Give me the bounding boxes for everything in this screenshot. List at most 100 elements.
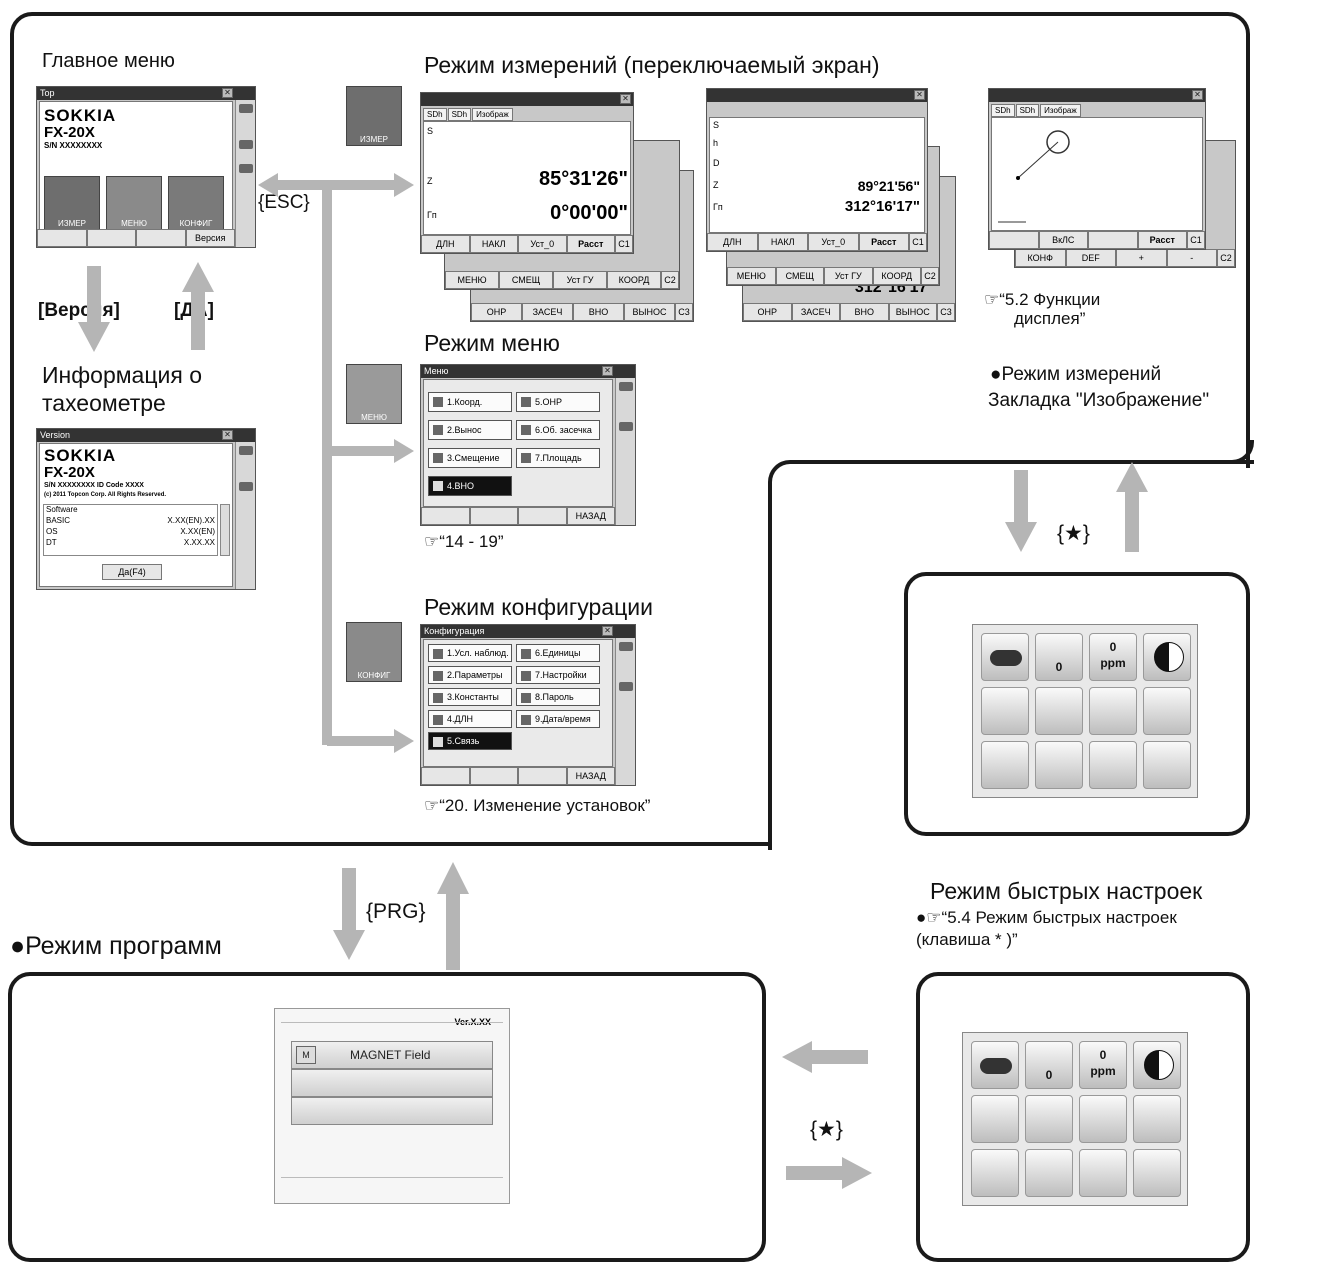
fkey[interactable]: С1 [1187, 231, 1205, 249]
fkey[interactable]: Уст ГУ [553, 271, 607, 289]
fkey[interactable] [518, 767, 567, 785]
fkey[interactable]: НАКЛ [757, 233, 808, 251]
tab-sdh-1[interactable]: SDh [423, 108, 447, 121]
tab-image[interactable]: Изображ [472, 108, 513, 121]
close-icon[interactable]: ✕ [914, 90, 925, 100]
fkey[interactable]: Уст_0 [518, 235, 567, 253]
empty-slot[interactable] [1089, 741, 1137, 789]
fkey[interactable]: ЗАСЕЧ [791, 303, 840, 321]
reticle-icon[interactable] [1133, 1095, 1181, 1143]
config-item-password[interactable]: 8.Пароль [516, 688, 600, 706]
fkey-2[interactable] [86, 229, 136, 247]
back-fkey[interactable]: НАЗАД [566, 767, 615, 785]
version-fkey[interactable]: Версия [185, 229, 235, 247]
empty-slot[interactable] [981, 741, 1029, 789]
tools-icon[interactable] [1143, 741, 1191, 789]
level-icon[interactable] [1079, 1095, 1127, 1143]
instrument-icon[interactable] [1035, 687, 1083, 735]
fkey[interactable]: С3 [937, 303, 955, 321]
fkey[interactable]: КОНФ [1015, 249, 1066, 267]
fkey[interactable]: С2 [1217, 249, 1235, 267]
fkey[interactable]: ВНО [573, 303, 624, 321]
empty-slot[interactable] [1025, 1149, 1073, 1197]
contrast-icon[interactable] [1133, 1041, 1181, 1089]
config-item-datetime[interactable]: 9.Дата/время [516, 710, 600, 728]
fkey[interactable]: С1 [909, 233, 927, 251]
fkey[interactable]: НАКЛ [469, 235, 518, 253]
menu-item-stakeout[interactable]: 2.Вынос [428, 420, 512, 440]
empty-slot[interactable] [1079, 1149, 1127, 1197]
fkey[interactable]: Расст [566, 235, 615, 253]
instrument-icon[interactable] [1025, 1095, 1073, 1143]
fkey[interactable] [469, 507, 518, 525]
fkey[interactable]: ДЛН [421, 235, 470, 253]
config-item-obs[interactable]: 1.Усл. наблюд. [428, 644, 512, 662]
fkey[interactable]: ДЛН [707, 233, 758, 251]
config-app-icon[interactable]: КОНФИГ [168, 176, 224, 230]
magnet-field-button[interactable]: M MAGNET Field [291, 1041, 493, 1069]
config-item-settings[interactable]: 7.Настройки [516, 666, 600, 684]
fkey[interactable]: + [1116, 249, 1167, 267]
fkey[interactable]: ВНО [840, 303, 889, 321]
fkey[interactable]: - [1166, 249, 1217, 267]
fkey[interactable]: Расст [1137, 231, 1187, 249]
close-icon[interactable]: ✕ [602, 626, 613, 636]
prism-icon[interactable] [981, 633, 1029, 681]
close-icon[interactable]: ✕ [222, 88, 233, 98]
fkey[interactable]: Уст_0 [808, 233, 859, 251]
config-item-edm[interactable]: 4.ДЛН [428, 710, 512, 728]
close-icon[interactable]: ✕ [222, 430, 233, 440]
fkey[interactable] [518, 507, 567, 525]
empty-slot[interactable] [1035, 741, 1083, 789]
measure-app-icon[interactable]: ИЗМЕР [44, 176, 100, 230]
reticle-icon[interactable] [1143, 687, 1191, 735]
fkey[interactable]: С2 [661, 271, 679, 289]
fkey[interactable]: Уст ГУ [824, 267, 873, 285]
fkey[interactable]: С2 [921, 267, 939, 285]
scrollbar[interactable] [220, 504, 230, 556]
laser-icon[interactable]: 0 [1035, 633, 1083, 681]
prism-icon[interactable] [971, 1041, 1019, 1089]
fkey-1[interactable] [37, 229, 87, 247]
back-fkey[interactable]: НАЗАД [566, 507, 615, 525]
fkey[interactable]: ОНР [471, 303, 522, 321]
menu-app-icon[interactable]: МЕНЮ [106, 176, 162, 230]
config-item-comm[interactable]: 5.Связь [428, 732, 512, 750]
fkey[interactable]: Расст [858, 233, 909, 251]
tab-sdh-2[interactable]: SDh [447, 108, 472, 121]
program-slot-3[interactable] [291, 1097, 493, 1125]
menu-item-coord[interactable]: 1.Коорд. [428, 392, 512, 412]
menu-item-onr[interactable]: 5.ОНР [516, 392, 600, 412]
level-icon[interactable] [1089, 687, 1137, 735]
fkey[interactable] [469, 767, 518, 785]
tab-image[interactable]: Изображ [1040, 104, 1081, 117]
close-icon[interactable]: ✕ [1192, 90, 1203, 100]
config-item-units[interactable]: 6.Единицы [516, 644, 600, 662]
fkey[interactable]: С3 [675, 303, 693, 321]
fkey[interactable]: МЕНЮ [727, 267, 776, 285]
menu-item-resection[interactable]: 6.Об. засечка [516, 420, 600, 440]
tilt-icon[interactable] [981, 687, 1029, 735]
fkey[interactable] [1088, 231, 1138, 249]
fkey[interactable]: МЕНЮ [445, 271, 499, 289]
fkey[interactable]: КООРД [872, 267, 921, 285]
program-slot-2[interactable] [291, 1069, 493, 1097]
tilt-icon[interactable] [971, 1095, 1019, 1143]
tab-sdh-2[interactable]: SDh [1015, 104, 1040, 117]
config-item-params[interactable]: 2.Параметры [428, 666, 512, 684]
close-icon[interactable]: ✕ [620, 94, 631, 104]
tools-icon[interactable] [1133, 1149, 1181, 1197]
fkey[interactable]: ВкЛС [1038, 231, 1088, 249]
close-icon[interactable]: ✕ [602, 366, 613, 376]
menu-item-vno[interactable]: 4.ВНО [428, 476, 512, 496]
menu-item-offset[interactable]: 3.Смещение [428, 448, 512, 468]
fkey[interactable]: СМЕЩ [499, 271, 553, 289]
config-item-constants[interactable]: 3.Константы [428, 688, 512, 706]
fkey[interactable]: ВЫНОС [888, 303, 937, 321]
tab-sdh-1[interactable]: SDh [991, 104, 1015, 117]
laser-icon[interactable]: 0 [1025, 1041, 1073, 1089]
fkey[interactable]: DEF [1065, 249, 1116, 267]
fkey[interactable]: КООРД [607, 271, 661, 289]
